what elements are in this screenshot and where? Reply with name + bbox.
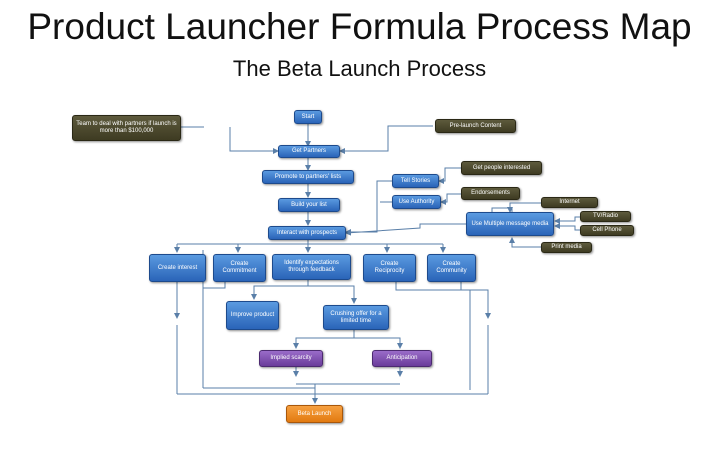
connector xyxy=(339,125,433,154)
team-node: Team to deal with partners if launch is … xyxy=(72,115,181,141)
multiple-media-node: Use Multiple message media xyxy=(466,212,554,236)
connector xyxy=(440,193,461,205)
connector xyxy=(345,223,466,236)
connector xyxy=(308,285,357,304)
connector xyxy=(460,282,491,319)
beta-launch-node: Beta Launch xyxy=(286,405,343,423)
get-people-interested-node: Get people interested xyxy=(461,161,542,175)
connector xyxy=(293,330,355,349)
crushing-offer-node: Crushing offer for a limited time xyxy=(323,305,389,330)
cell-phone-node: Cell Phone xyxy=(580,225,634,236)
print-media-node: Print media xyxy=(541,242,592,253)
page-subtitle: The Beta Launch Process xyxy=(232,56,487,81)
connector xyxy=(509,237,541,248)
anticipation-node: Anticipation xyxy=(372,350,432,367)
create-commitment-node: Create Commitment xyxy=(213,254,266,282)
create-reciprocity-node: Create Reciprocity xyxy=(363,254,416,282)
improve-product-node: Improve product xyxy=(226,301,279,330)
connector xyxy=(507,202,541,213)
prelaunch-content-node: Pre-launch Content xyxy=(435,119,516,133)
interact-node: Interact with prospects xyxy=(268,226,346,240)
connector xyxy=(203,282,226,289)
endorsements-node: Endorsements xyxy=(461,187,520,200)
start-node: Start xyxy=(294,110,322,124)
create-interest-node: Create interest xyxy=(149,254,206,282)
tell-stories-node: Tell Stories xyxy=(392,174,439,188)
page-title: Product Launcher Formula Process Map xyxy=(27,6,692,47)
connector xyxy=(438,167,461,184)
connector xyxy=(395,282,471,390)
implied-scarcity-node: Implied scarcity xyxy=(259,350,323,367)
promote-node: Promote to partners' lists xyxy=(262,170,354,184)
get-partners-node: Get Partners xyxy=(278,145,340,158)
connector xyxy=(354,337,403,349)
connector xyxy=(251,280,309,300)
use-authority-node: Use Authority xyxy=(392,195,441,209)
tv-radio-node: TV/Radio xyxy=(580,211,631,222)
build-list-node: Build your list xyxy=(278,198,340,212)
internet-node: Internet xyxy=(541,197,598,208)
connector xyxy=(345,180,392,235)
identify-expectations-node: Identify expectations through feedback xyxy=(272,254,351,280)
connector xyxy=(229,127,279,154)
create-community-node: Create Community xyxy=(427,254,476,282)
